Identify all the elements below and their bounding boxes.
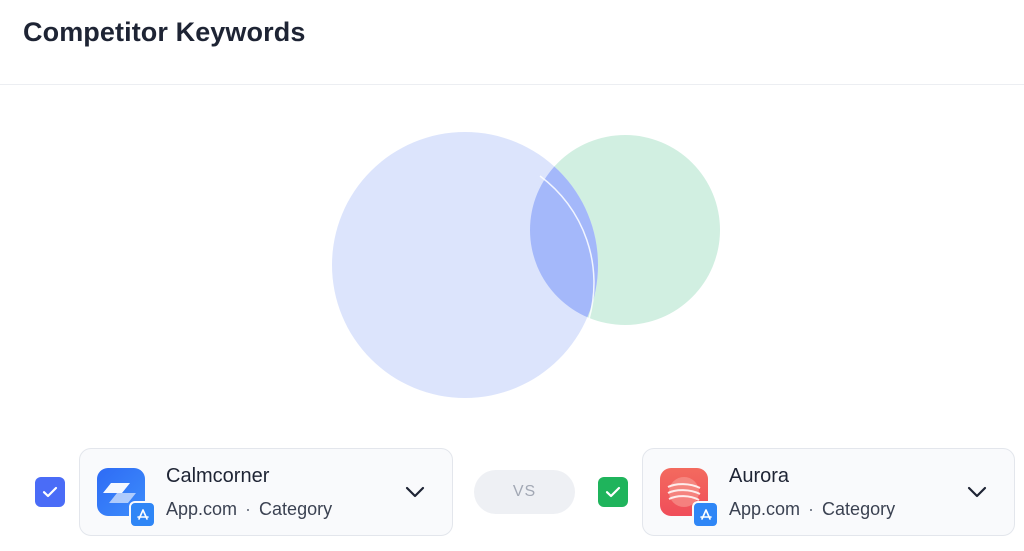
- app-category: Category: [259, 499, 333, 519]
- app-store-label: App.com: [166, 499, 238, 519]
- calmcorner-checkbox[interactable]: [35, 477, 65, 507]
- competitor-card-aurora[interactable]: Aurora App.com · Category: [642, 448, 1015, 536]
- separator: ·: [245, 499, 252, 519]
- calmcorner-app-icon: [97, 468, 145, 516]
- app-category: Category: [822, 499, 896, 519]
- chevron-down-icon[interactable]: [404, 485, 426, 499]
- vs-label: VS: [474, 470, 575, 514]
- app-name: Calmcorner: [166, 465, 270, 487]
- competitor-card-calmcorner[interactable]: Calmcorner App.com · Category: [79, 448, 453, 536]
- check-icon: [605, 486, 621, 498]
- app-store-icon: [129, 501, 156, 528]
- app-store-label: App.com: [729, 499, 801, 519]
- separator: ·: [808, 499, 815, 519]
- app-name: Aurora: [729, 465, 790, 487]
- app-meta: App.com · Category: [729, 499, 895, 520]
- check-icon: [42, 486, 58, 498]
- venn-diagram: [332, 132, 720, 398]
- aurora-checkbox[interactable]: [598, 477, 628, 507]
- app-meta: App.com · Category: [166, 499, 332, 520]
- page-title: Competitor Keywords: [23, 17, 306, 47]
- venn-set-calmcorner[interactable]: [332, 132, 598, 398]
- header: Competitor Keywords: [0, 0, 1024, 85]
- chevron-down-icon[interactable]: [966, 485, 988, 499]
- app-store-icon: [692, 501, 719, 528]
